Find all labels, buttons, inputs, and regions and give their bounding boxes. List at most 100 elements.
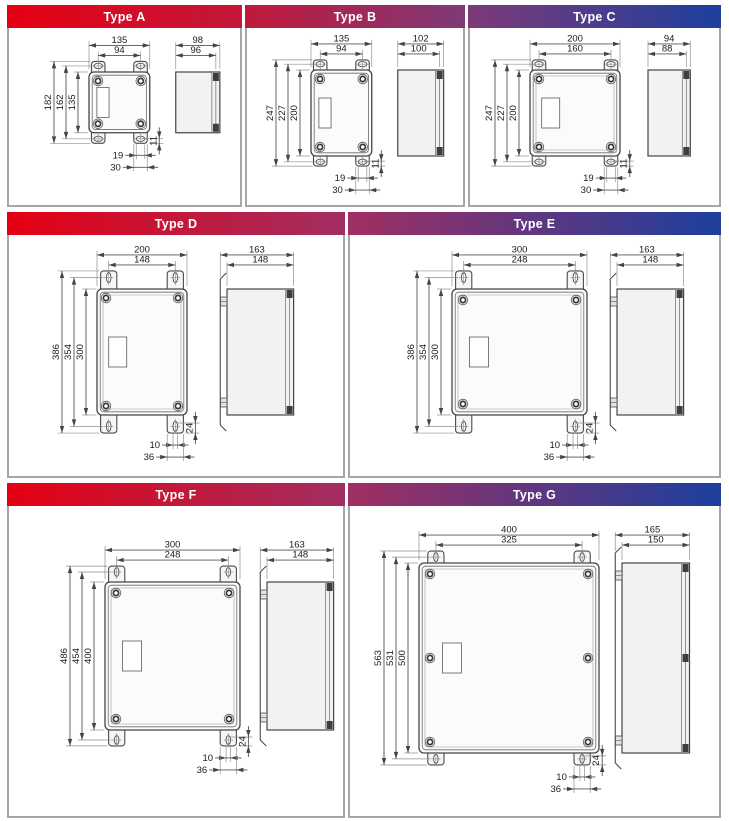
svg-text:200: 200 [289,105,300,121]
svg-text:24: 24 [184,423,195,434]
svg-text:102: 102 [413,33,429,44]
svg-text:11: 11 [619,159,630,169]
svg-text:300: 300 [430,344,441,360]
svg-text:30: 30 [332,185,343,196]
svg-text:386: 386 [406,344,417,360]
svg-text:300: 300 [512,244,528,255]
section-header-b: Type B [245,5,465,28]
svg-text:94: 94 [664,33,675,44]
section-title-g: Type G [512,487,557,502]
svg-text:400: 400 [501,525,517,536]
section-title-a: Type A [103,9,146,24]
section-header-g: Type G [348,483,721,506]
svg-text:148: 148 [134,254,150,265]
svg-text:200: 200 [567,33,583,44]
svg-text:200: 200 [134,244,150,255]
svg-text:248: 248 [512,254,528,265]
svg-text:162: 162 [55,94,66,110]
svg-text:354: 354 [418,344,429,360]
svg-text:165: 165 [644,525,660,536]
svg-text:148: 148 [252,254,268,265]
section-header-c: Type C [468,5,721,28]
svg-text:531: 531 [385,650,396,666]
svg-text:248: 248 [165,550,181,561]
svg-text:11: 11 [148,136,159,146]
svg-text:135: 135 [67,94,78,110]
section-header-a: Type A [7,5,242,28]
svg-text:163: 163 [249,244,265,255]
svg-text:10: 10 [202,753,213,764]
svg-text:300: 300 [165,540,181,551]
svg-text:19: 19 [335,173,346,184]
section-title-d: Type D [154,216,198,231]
svg-text:454: 454 [71,648,82,664]
svg-text:30: 30 [581,185,592,196]
svg-text:386: 386 [51,344,62,360]
svg-text:19: 19 [113,150,124,161]
section-header-e: Type E [348,212,721,235]
section-title-f: Type F [155,487,197,502]
svg-text:36: 36 [144,452,155,463]
svg-text:148: 148 [642,254,658,265]
svg-text:200: 200 [508,105,519,121]
svg-text:19: 19 [583,173,594,184]
svg-text:227: 227 [277,105,288,121]
svg-text:247: 247 [265,105,276,121]
svg-text:96: 96 [191,45,202,56]
svg-text:163: 163 [289,540,305,551]
svg-text:10: 10 [549,440,560,451]
svg-text:400: 400 [83,648,94,664]
svg-text:94: 94 [336,43,347,54]
svg-text:94: 94 [114,45,125,56]
svg-text:227: 227 [496,105,507,121]
svg-text:30: 30 [110,162,121,173]
svg-text:300: 300 [75,344,86,360]
svg-text:500: 500 [397,650,408,666]
svg-text:163: 163 [639,244,655,255]
svg-text:182: 182 [43,94,54,110]
svg-text:36: 36 [550,784,561,795]
svg-text:150: 150 [648,535,664,546]
svg-text:10: 10 [556,772,567,783]
svg-text:98: 98 [193,35,204,46]
svg-text:36: 36 [197,765,208,776]
svg-text:486: 486 [59,648,70,664]
svg-text:24: 24 [584,423,595,434]
svg-text:24: 24 [591,755,602,766]
section-header-d: Type D [7,212,345,235]
section-title-b: Type B [333,9,377,24]
svg-text:100: 100 [411,43,427,54]
section-header-f: Type F [7,483,345,506]
section-title-e: Type E [513,216,556,231]
svg-text:325: 325 [501,535,517,546]
svg-text:148: 148 [292,550,308,561]
svg-text:563: 563 [373,650,384,666]
svg-text:354: 354 [63,344,74,360]
svg-text:247: 247 [484,105,495,121]
svg-text:24: 24 [237,736,248,747]
